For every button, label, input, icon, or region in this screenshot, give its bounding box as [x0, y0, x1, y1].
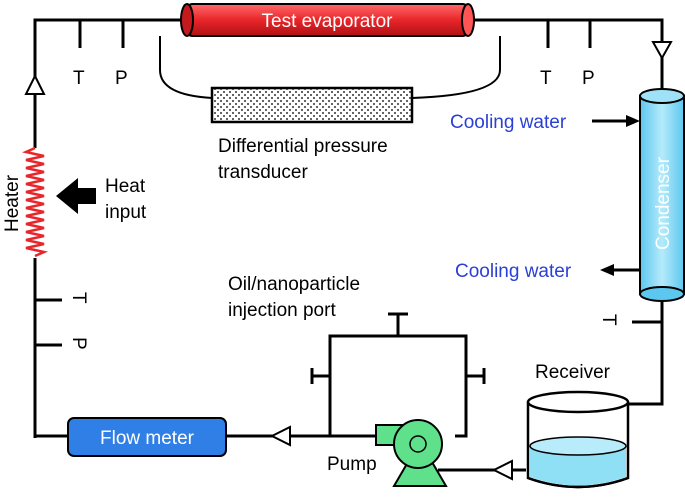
flow-meter-label: Flow meter — [100, 428, 195, 449]
heater — [22, 146, 48, 258]
piping — [33, 18, 664, 472]
test-evaporator — [180, 3, 475, 37]
pump-label: Pump — [327, 454, 377, 475]
heater-label: Heater — [2, 174, 23, 232]
sensor-label-t-right: T — [598, 314, 619, 326]
sensor-taps — [35, 20, 662, 347]
condenser-label: Condenser — [653, 156, 674, 250]
flow-meter — [67, 417, 227, 457]
cooling-water-arrows — [592, 115, 640, 276]
sensor-label-t-top-right: T — [540, 68, 552, 89]
cooling-water-out-label: Cooling water — [455, 261, 572, 282]
receiver — [526, 390, 630, 489]
receiver-label: Receiver — [535, 362, 611, 383]
differential-pressure-label-line1: Differential pressure — [218, 136, 388, 157]
test-evaporator-label: Test evaporator — [262, 11, 394, 32]
heat-arrow-icon — [56, 178, 96, 214]
heat-input-label-line1: Heat — [105, 176, 146, 197]
oil-port-label-line1: Oil/nanoparticle — [228, 274, 360, 295]
condenser — [639, 88, 685, 302]
oil-port-label-line2: injection port — [228, 300, 336, 321]
sensor-label-t-top-left: T — [73, 68, 85, 89]
sensor-label-p-left: P — [68, 337, 89, 350]
heat-input-label-line2: input — [105, 202, 147, 223]
cooling-water-in-label: Cooling water — [450, 112, 567, 133]
sensor-label-p-top-left: P — [115, 68, 128, 89]
pump-icon — [375, 419, 448, 487]
sensor-label-p-top-right: P — [582, 68, 595, 89]
flow-direction-arrow-icon — [24, 41, 673, 481]
differential-pressure-transducer — [159, 36, 501, 124]
differential-pressure-label-line2: transducer — [218, 162, 308, 183]
sensor-label-t-left: T — [68, 292, 89, 304]
